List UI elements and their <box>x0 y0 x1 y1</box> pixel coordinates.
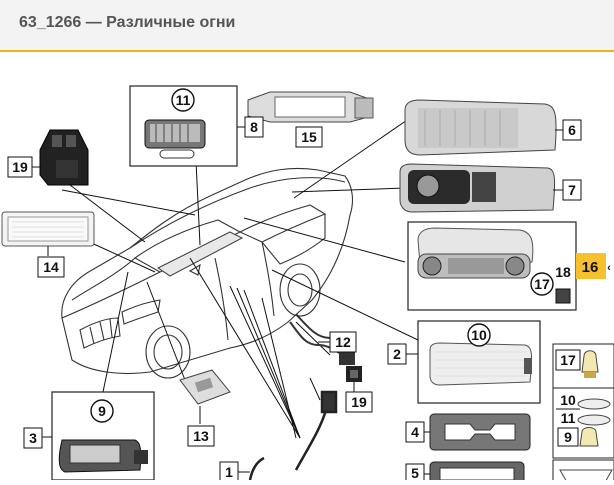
callout-circle-17a <box>530 272 554 296</box>
part-19-connector-bottom <box>346 366 362 392</box>
callout-16: 16 <box>582 259 599 276</box>
callout-10-bulb: 10 <box>560 392 576 408</box>
callout-15: 15 <box>301 129 317 145</box>
part-15-bar-light <box>247 91 374 123</box>
callout-8: 8 <box>250 119 258 135</box>
part-16-box <box>407 221 577 311</box>
part-13-puddle-light <box>179 369 231 424</box>
part-5-frame <box>424 461 525 485</box>
callout-box-13 <box>187 425 215 447</box>
callout-box-14 <box>37 256 65 278</box>
callout-1: 1 <box>225 464 233 480</box>
callout-5: 5 <box>411 465 419 480</box>
callout-box-12 <box>329 331 357 353</box>
callout-18: 18 <box>555 264 571 280</box>
callout-7: 7 <box>568 182 576 198</box>
callout-4: 4 <box>411 424 419 440</box>
callout-19-lower: 19 <box>351 394 367 410</box>
callout-box-9b <box>557 427 579 447</box>
callout-2: 2 <box>393 346 401 362</box>
part-6-reading-light <box>404 99 563 156</box>
callout-box-8 <box>244 116 264 138</box>
callout-9-circle: 9 <box>98 403 106 419</box>
callout-13: 13 <box>193 428 209 444</box>
parts-diagram: 19 14 11 8 15 6 7 16 ‹ 18 17 10 2 12 19 … <box>0 53 614 485</box>
leader-lines <box>61 117 419 439</box>
callout-box-15 <box>295 126 323 148</box>
callout-box-17b <box>555 349 581 371</box>
part-4-gasket <box>424 413 531 451</box>
chevron-left-icon[interactable]: ‹ <box>607 262 611 274</box>
callout-circle-10 <box>467 323 491 347</box>
callout-6: 6 <box>568 122 576 138</box>
callout-11-bulb: 11 <box>561 410 576 426</box>
callout-box-6 <box>562 119 582 141</box>
callout-12: 12 <box>335 334 351 350</box>
callout-9-bulb: 9 <box>564 429 572 445</box>
callout-14: 14 <box>43 259 59 275</box>
callout-box-19b <box>345 391 373 413</box>
callout-box-7 <box>562 179 582 201</box>
part-19-connector-top <box>32 129 89 186</box>
part-1-cable <box>238 390 338 481</box>
part-11-box <box>129 85 248 167</box>
page-header: 63_1266 — Различные огни <box>0 0 614 52</box>
callout-10-circle: 10 <box>471 327 487 343</box>
callout-3: 3 <box>29 430 37 446</box>
callout-circle-9 <box>90 399 114 423</box>
page-title: 63_1266 — Различные огни <box>19 14 236 31</box>
part-16-highlight <box>576 253 606 279</box>
callout-17-circle: 17 <box>534 276 550 292</box>
callout-circle-11 <box>171 88 195 112</box>
callout-17-bulb: 17 <box>560 352 576 368</box>
car-outline <box>61 167 354 379</box>
part-14-lens <box>1 211 95 256</box>
callout-19: 19 <box>12 159 28 175</box>
callout-box-3 <box>23 427 43 449</box>
callout-box-4 <box>405 421 425 443</box>
callout-box-19a <box>7 156 33 178</box>
part-7-console-light <box>399 163 563 213</box>
callout-11: 11 <box>176 92 191 108</box>
